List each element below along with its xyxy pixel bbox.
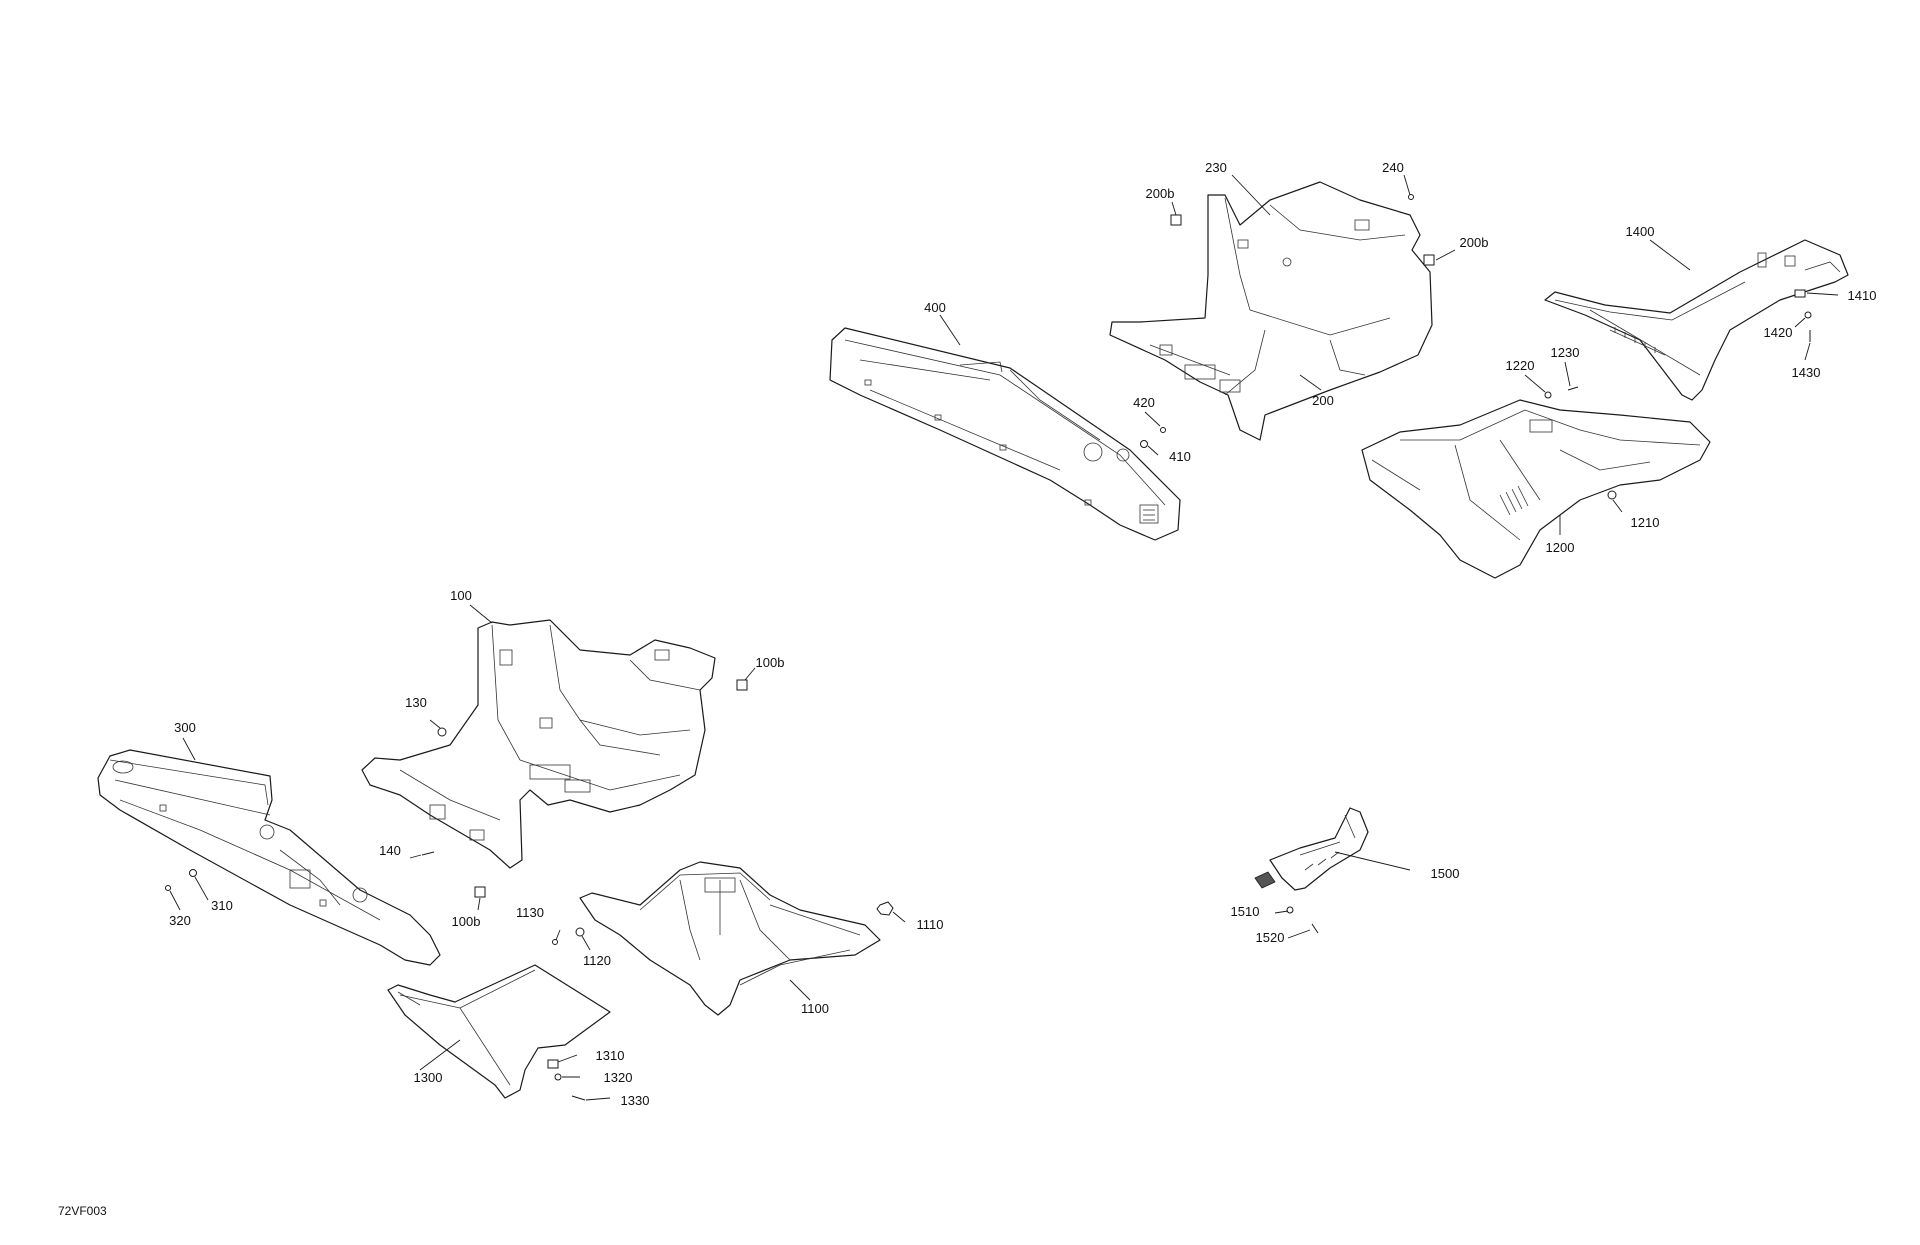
clip-1410[interactable] — [1794, 289, 1806, 298]
callout-230: 230 — [1205, 160, 1227, 175]
part-1100-floor-piece[interactable] — [579, 861, 881, 1016]
callout-1310: 1310 — [596, 1048, 625, 1063]
washer-1420[interactable] — [1804, 311, 1812, 319]
callout-140: 140 — [379, 843, 401, 858]
screw-420[interactable] — [1160, 427, 1166, 433]
part-1500-bracket[interactable] — [1254, 807, 1369, 891]
leader-lines — [169, 174, 1839, 1101]
part-1400-cover[interactable] — [1544, 239, 1849, 401]
callout-200: 200 — [1312, 393, 1334, 408]
callout-1220: 1220 — [1506, 358, 1535, 373]
clip-100b-bottom[interactable] — [474, 886, 486, 898]
screw-1520[interactable] — [1311, 923, 1319, 934]
callout-200b-right: 200b — [1460, 235, 1489, 250]
washer-1120[interactable] — [575, 927, 585, 937]
callout-1520: 1520 — [1256, 930, 1285, 945]
callout-1300: 1300 — [414, 1070, 443, 1085]
callout-240: 240 — [1382, 160, 1404, 175]
screw-320[interactable] — [165, 885, 171, 891]
clip-200b-right[interactable] — [1423, 254, 1435, 266]
callout-400: 400 — [924, 300, 946, 315]
callout-310: 310 — [211, 898, 233, 913]
part-1300-shield[interactable] — [387, 964, 611, 1099]
callout-130: 130 — [405, 695, 427, 710]
callout-200b-left: 200b — [1146, 186, 1175, 201]
callout-1410: 1410 — [1848, 288, 1877, 303]
callout-1100: 1100 — [801, 1001, 829, 1016]
screw-240[interactable] — [1408, 194, 1414, 200]
callout-1320: 1320 — [604, 1070, 633, 1085]
screw-1330[interactable] — [571, 1095, 586, 1101]
callout-100: 100 — [450, 588, 472, 603]
callout-1230: 1230 — [1551, 345, 1580, 360]
callout-1130: 1130 — [516, 905, 544, 920]
part-300-side-panel[interactable] — [97, 749, 441, 966]
clip-100b-top[interactable] — [736, 679, 748, 691]
callout-1420: 1420 — [1764, 325, 1793, 340]
callout-1510: 1510 — [1231, 904, 1260, 919]
clip-200b-left[interactable] — [1170, 214, 1182, 226]
callout-1120: 1120 — [583, 953, 611, 968]
screw-1130[interactable] — [552, 939, 558, 945]
drawing-reference-code: 72VF003 — [58, 1204, 107, 1218]
part-1200-lower-panel[interactable] — [1361, 399, 1711, 579]
callout-420: 420 — [1133, 395, 1155, 410]
callout-410: 410 — [1169, 449, 1191, 464]
washer-410[interactable] — [1140, 440, 1148, 448]
callout-labels: 230 240 200b 200b 200 400 420 410 1400 1… — [58, 160, 1876, 1218]
washer-310[interactable] — [189, 869, 197, 877]
washer-130[interactable] — [437, 727, 447, 737]
nut-1210[interactable] — [1607, 490, 1617, 500]
nut-1110[interactable] — [876, 901, 894, 916]
part-200-console-upper[interactable] — [1109, 181, 1433, 441]
callout-300: 300 — [174, 720, 196, 735]
clip-1310[interactable] — [547, 1059, 559, 1069]
callout-1400: 1400 — [1626, 224, 1655, 239]
part-400-side-panel[interactable] — [829, 327, 1181, 541]
clip-1510[interactable] — [1286, 906, 1294, 914]
callout-100b-bottom: 100b — [452, 914, 481, 929]
callout-320: 320 — [169, 913, 191, 928]
callout-1430: 1430 — [1792, 365, 1821, 380]
washer-1320[interactable] — [554, 1073, 562, 1081]
callout-1110: 1110 — [917, 917, 944, 932]
screw-140[interactable] — [421, 851, 435, 856]
callout-1200: 1200 — [1546, 540, 1575, 555]
hardware-group — [165, 194, 1812, 1101]
part-100-console-lower[interactable] — [361, 619, 716, 869]
screw-1230[interactable] — [1567, 386, 1579, 391]
callout-100b-top: 100b — [756, 655, 785, 670]
washer-1220[interactable] — [1544, 391, 1552, 399]
callout-1500: 1500 — [1431, 866, 1460, 881]
callout-1330: 1330 — [621, 1093, 650, 1108]
callout-1210: 1210 — [1631, 515, 1660, 530]
